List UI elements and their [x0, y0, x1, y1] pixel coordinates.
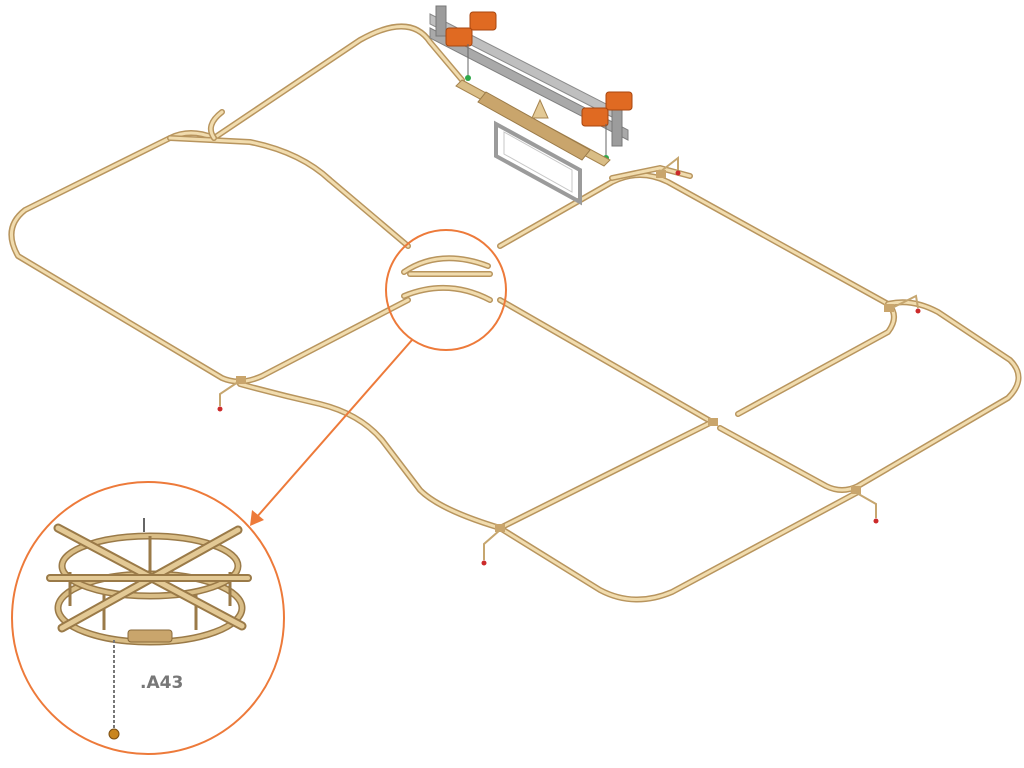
turntable-hub	[127, 629, 173, 643]
rail-roundabout	[401, 255, 493, 303]
bridge-end-post	[435, 5, 447, 37]
hanging-panel-glass	[503, 131, 573, 193]
rail-center-diagonal	[497, 297, 715, 425]
callout-leader-line	[255, 339, 413, 519]
rail-junctions	[236, 170, 894, 532]
hanging-panel-frame	[494, 120, 582, 206]
chain-weight-icon	[108, 728, 120, 740]
gantry-assembly	[429, 5, 633, 206]
callout-source-circle	[385, 229, 507, 351]
rail-left-inner-edge	[167, 109, 411, 249]
rail-loop-top	[211, 23, 465, 141]
junction-node	[495, 524, 505, 532]
red-end-stop-icon	[854, 491, 879, 524]
bridge-beam-lower	[429, 27, 629, 141]
junction-node	[884, 304, 894, 312]
detail-turntable-switch	[46, 518, 252, 740]
rail-loop-right-upper	[497, 165, 897, 417]
callout-arrowhead-icon	[250, 510, 264, 526]
turntable-cross-rails	[46, 523, 252, 633]
junction-node	[236, 376, 246, 384]
rail-loop-left	[8, 130, 411, 385]
orange-motor-block-icon	[445, 11, 633, 127]
junction-node	[708, 418, 718, 426]
red-end-stop-icon	[217, 381, 239, 412]
rail-loop-bottom	[237, 381, 861, 603]
end-stops	[217, 155, 921, 566]
junction-node	[656, 170, 666, 178]
spreader-plate	[477, 91, 591, 161]
up-arrow-icon	[531, 98, 549, 119]
rail-loop-far-right	[717, 299, 1022, 493]
red-end-stop-icon	[891, 294, 921, 314]
red-end-stop-icon	[481, 529, 501, 566]
rail-network	[8, 23, 1022, 603]
junction-node	[851, 486, 861, 494]
callout-detail-circle	[11, 481, 285, 755]
detail-label: .A43	[140, 673, 183, 693]
detail-callout	[11, 229, 507, 755]
green-hook-icon	[465, 75, 471, 81]
red-end-stop-icon	[659, 155, 681, 176]
